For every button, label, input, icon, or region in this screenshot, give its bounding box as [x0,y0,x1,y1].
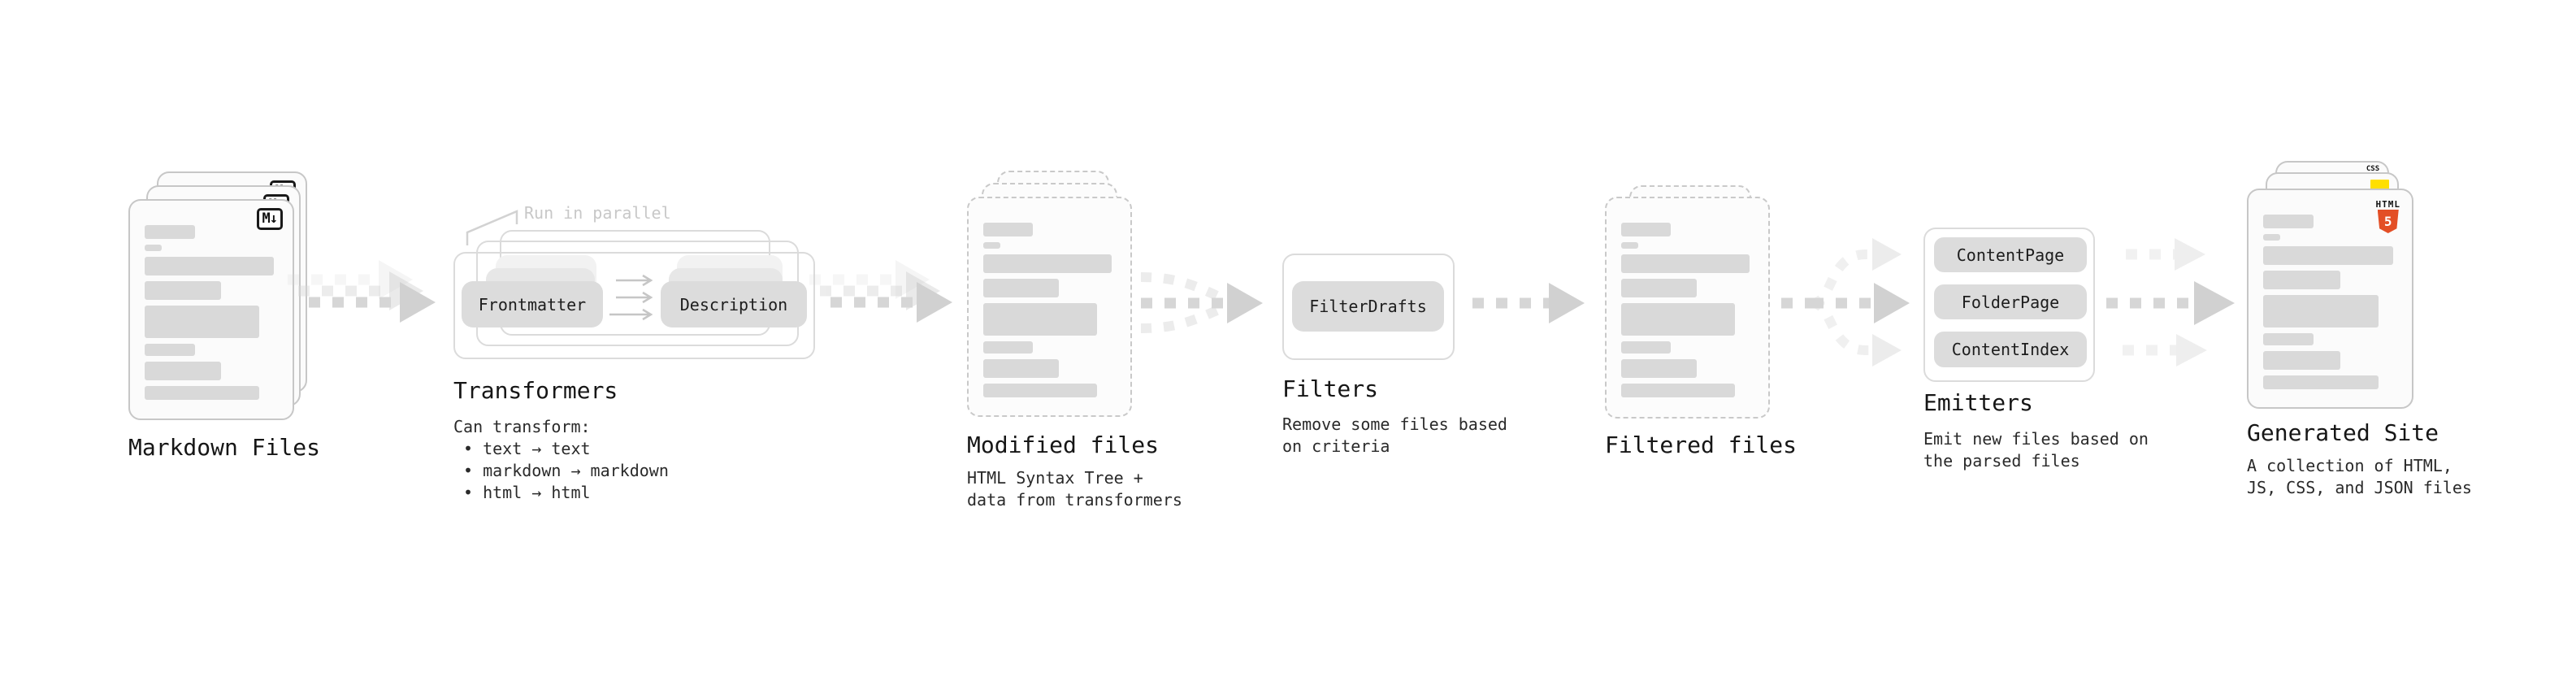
arrow-filtered-to-emitters-split [1781,238,1910,367]
transformer-box [453,252,815,359]
js-icon [2370,180,2389,190]
modified-file-card [967,197,1132,417]
transformers-label: Transformers [453,377,618,404]
doc-content-placeholder [983,223,1114,397]
html5-icon: HTML 5 [2376,200,2401,233]
modified-files-label: Modified files [967,432,1160,458]
transformers-caption: Can transform: • text → text • markdown … [453,416,669,504]
html5-icon-label: HTML [2375,199,2400,210]
filters-label: Filters [1282,375,1379,402]
frontmatter-pill: Frontmatter [462,281,603,327]
arrow-transformers-to-modified [809,260,952,323]
doc-content-placeholder [2263,215,2396,389]
bullet-item: • html → html [463,483,591,502]
emitters-caption: Emit new files based on the parsed files [1923,429,2149,471]
contentindex-pill: ContentIndex [1934,332,2087,367]
arrow-markdown-to-transformers [288,260,436,323]
markdown-file-card: M↓ [128,199,294,420]
markdown-icon: M↓ [256,208,283,230]
css-icon-label: CSS [2366,165,2380,173]
folderpage-pill: FolderPage [1934,284,2087,319]
bullet-item: • markdown → markdown [463,461,669,480]
arrow-filters-to-filtered [1472,283,1585,323]
filters-caption: Remove some files based on criteria [1282,414,1507,456]
html5-icon-shield: 5 [2377,210,2399,233]
filters-box [1282,254,1455,360]
emitters-label: Emitters [1923,389,2033,416]
emitters-box [1923,228,2095,382]
modified-files-caption: HTML Syntax Tree + data from transformer… [967,468,1182,510]
site-file-card: HTML 5 [2247,189,2413,409]
arrow-modified-to-filters-merge [1140,272,1263,333]
doc-content-placeholder [1621,223,1752,399]
contentpage-pill: ContentPage [1934,237,2087,272]
run-in-parallel-annotation: Run in parallel [524,203,671,223]
filtered-files-label: Filtered files [1605,432,1798,458]
doc-content-placeholder [145,225,276,401]
can-transform-title: Can transform: [453,417,591,436]
arrow-emitters-to-site [2106,238,2235,367]
markdown-files-label: Markdown Files [128,434,321,461]
generated-site-label: Generated Site [2247,419,2439,446]
bullet-item: • text → text [463,439,591,458]
description-pill: Description [661,281,807,327]
html5-icon-five: 5 [2383,213,2392,229]
generated-site-caption: A collection of HTML, JS, CSS, and JSON … [2247,456,2472,497]
filterdrafts-pill: FilterDrafts [1292,281,1444,332]
filtered-file-card [1605,197,1770,419]
